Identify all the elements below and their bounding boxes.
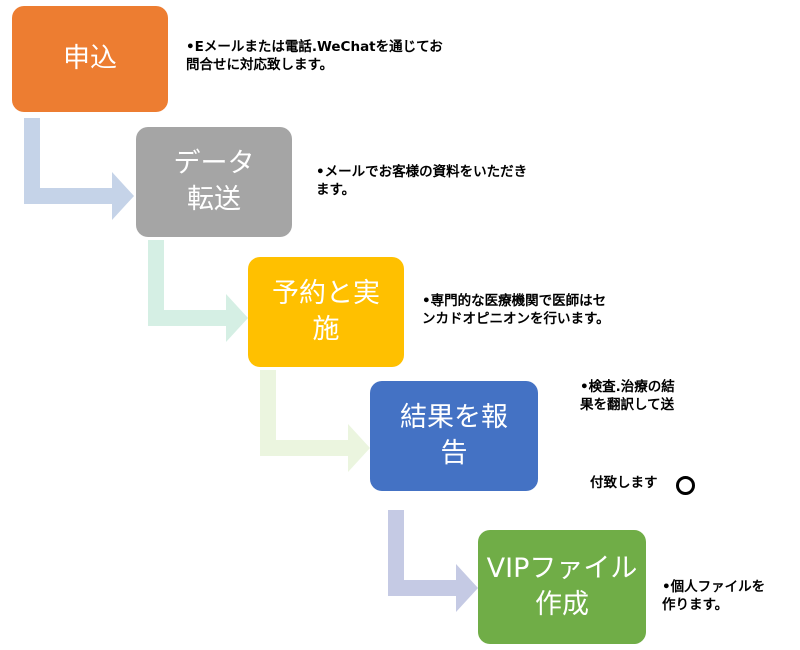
circle-icon [676, 476, 695, 495]
step-booking-box: 予約と実 施 [248, 257, 404, 367]
connector-arrow-1 [24, 118, 134, 220]
step-data-transfer-note: •メールでお客様の資料をいただき ます。 [316, 164, 528, 198]
step-report-note: •検査.治療の結 果を翻訳して送 [580, 379, 675, 413]
step-report-note-continued: 付致します [590, 475, 658, 491]
connector-arrow-3 [260, 370, 370, 472]
step-report-box: 結果を報 告 [370, 381, 538, 491]
step-vip-file-box: VIPファイル 作成 [478, 530, 646, 644]
connector-arrow-4 [388, 510, 478, 612]
connector-arrow-2 [148, 240, 248, 342]
step-apply-box: 申込 [12, 6, 168, 112]
step-booking-note: •専門的な医療機関で医師はセ ンカドオピニオンを行います。 [422, 293, 610, 327]
step-apply-note: •Eメールまたは電話.WeChatを通じてお 問合せに対応致します。 [186, 39, 443, 73]
step-data-transfer-box: データ 転送 [136, 127, 292, 237]
step-vip-file-note: •個人ファイルを 作ります。 [662, 579, 766, 613]
